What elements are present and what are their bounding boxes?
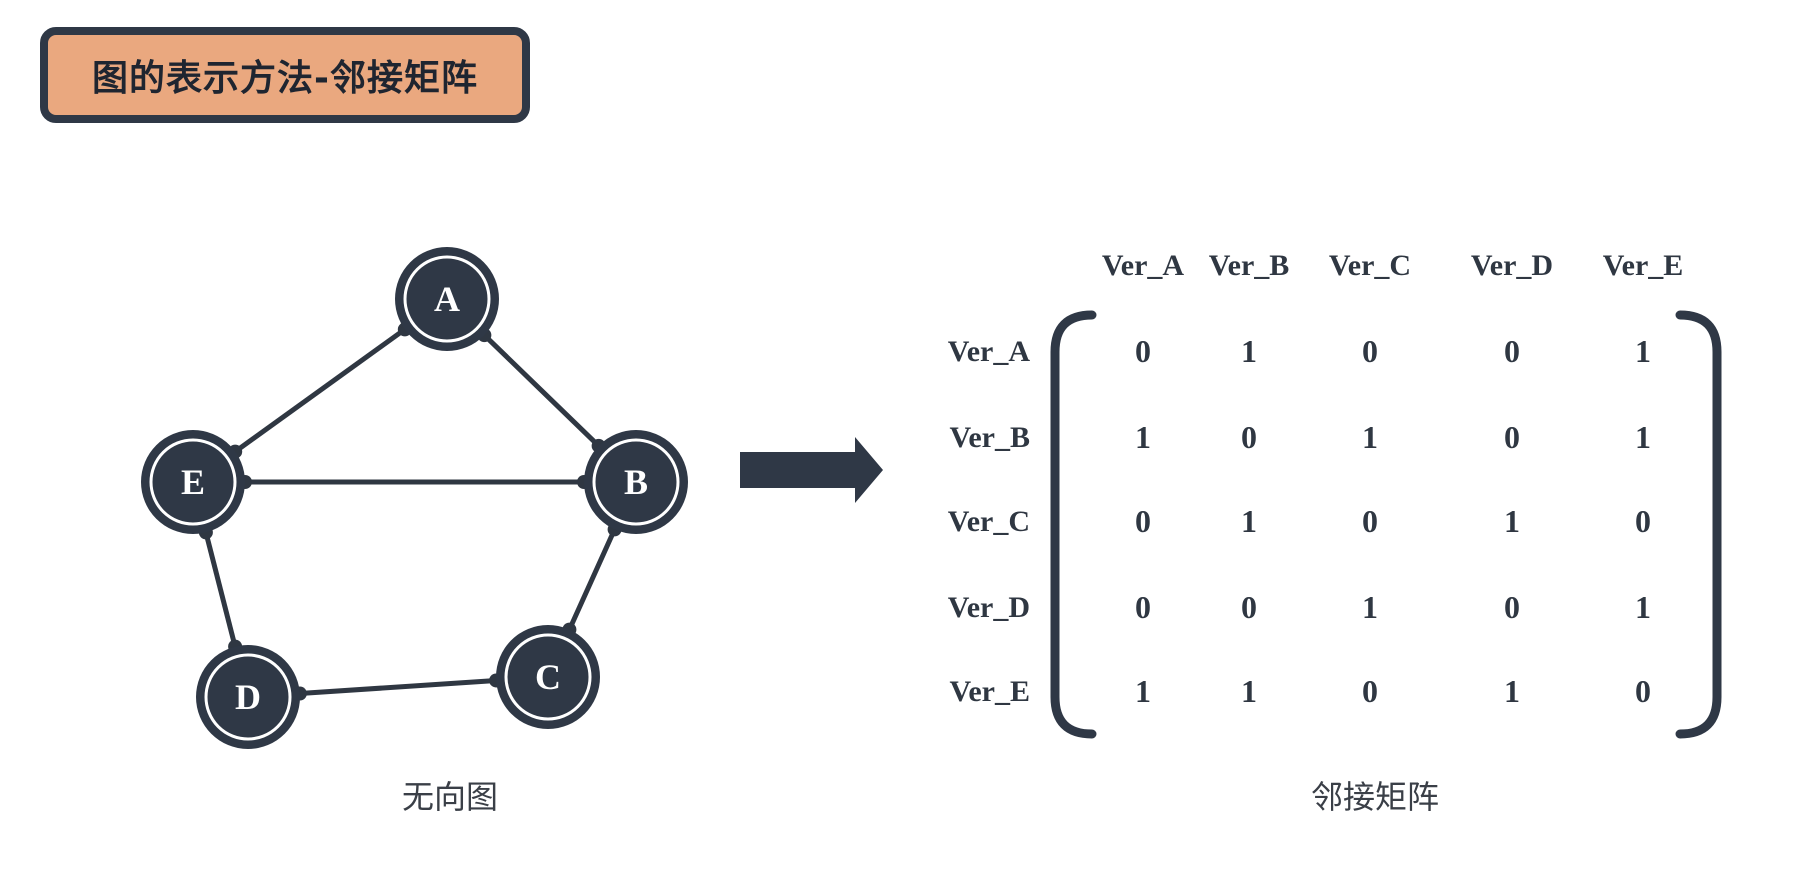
node-B: B (584, 430, 688, 534)
matrix-cell: 0 (1362, 333, 1378, 369)
title-box: 图的表示方法-邻接矩阵 (40, 27, 530, 123)
node-label: E (181, 462, 205, 502)
matrix-col-header: Ver_B (1209, 249, 1290, 282)
matrix-row-header: Ver_B (949, 421, 1030, 454)
edge-B-C (567, 528, 617, 631)
matrix-cell: 0 (1362, 503, 1378, 539)
matrix-row-header: Ver_D (948, 591, 1030, 624)
node-outer-circle (141, 430, 245, 534)
node-label: D (235, 677, 261, 717)
matrix-cell: 1 (1635, 419, 1651, 455)
node-outer-circle (584, 430, 688, 534)
matrix-cell: 1 (1504, 503, 1520, 539)
matrix-cell: 1 (1362, 419, 1378, 455)
matrix-cell: 1 (1135, 673, 1151, 709)
graph-nodes: A B C D E (141, 247, 688, 749)
node-label: B (624, 462, 648, 502)
matrix-col-header: Ver_E (1603, 249, 1684, 282)
matrix-cell: 0 (1241, 589, 1257, 625)
matrix-cell: 1 (1635, 589, 1651, 625)
right-arrow-icon (740, 437, 883, 503)
matrix-cell: 0 (1135, 589, 1151, 625)
node-A: A (395, 247, 499, 351)
page-title: 图的表示方法-邻接矩阵 (92, 58, 478, 99)
matrix-cell: 0 (1504, 419, 1520, 455)
matrix-cell: 0 (1135, 503, 1151, 539)
node-inner-ring (149, 438, 237, 526)
node-label: C (535, 657, 561, 697)
edge-A-E (233, 327, 407, 454)
matrix-row-header: Ver_E (949, 675, 1030, 708)
matrix-cell: 1 (1362, 589, 1378, 625)
matrix-row-header: Ver_C (948, 505, 1030, 538)
matrix-row-header: Ver_A (948, 335, 1031, 368)
graph-caption: 无向图 (402, 778, 498, 816)
matrix-cell: 0 (1241, 419, 1257, 455)
node-outer-circle (395, 247, 499, 351)
matrix-col-header: Ver_C (1329, 249, 1411, 282)
node-E: E (141, 430, 245, 534)
matrix-cell: 0 (1635, 503, 1651, 539)
matrix-cell: 1 (1135, 419, 1151, 455)
node-inner-ring (403, 255, 491, 343)
matrix-cell: 0 (1135, 333, 1151, 369)
node-C: C (496, 625, 600, 729)
node-inner-ring (504, 633, 592, 721)
node-outer-circle (496, 625, 600, 729)
matrix-cell: 1 (1504, 673, 1520, 709)
matrix-right-bracket (1675, 310, 1722, 739)
matrix-cell: 1 (1241, 503, 1257, 539)
matrix-col-header: Ver_D (1471, 249, 1553, 282)
matrix-cell: 0 (1635, 673, 1651, 709)
node-D: D (196, 645, 300, 749)
edge-D-E (203, 531, 238, 648)
matrix-col-header: Ver_A (1102, 249, 1185, 282)
edge-A-B (482, 333, 601, 448)
matrix-cell: 0 (1362, 673, 1378, 709)
matrix-cell: 0 (1504, 589, 1520, 625)
matrix-cell: 1 (1241, 333, 1257, 369)
matrix-cell: 1 (1635, 333, 1651, 369)
matrix-caption: 邻接矩阵 (1311, 778, 1439, 816)
node-label: A (434, 279, 460, 319)
matrix-cell: 0 (1504, 333, 1520, 369)
edge-C-D (299, 677, 497, 697)
node-outer-circle (196, 645, 300, 749)
matrix-cell: 1 (1241, 673, 1257, 709)
matrix-left-bracket (1050, 310, 1097, 739)
node-inner-ring (204, 653, 292, 741)
node-inner-ring (592, 438, 680, 526)
adjacency-matrix: Ver_A Ver_B Ver_C Ver_D Ver_E Ver_A Ver_B Ver_C… (948, 249, 1684, 709)
